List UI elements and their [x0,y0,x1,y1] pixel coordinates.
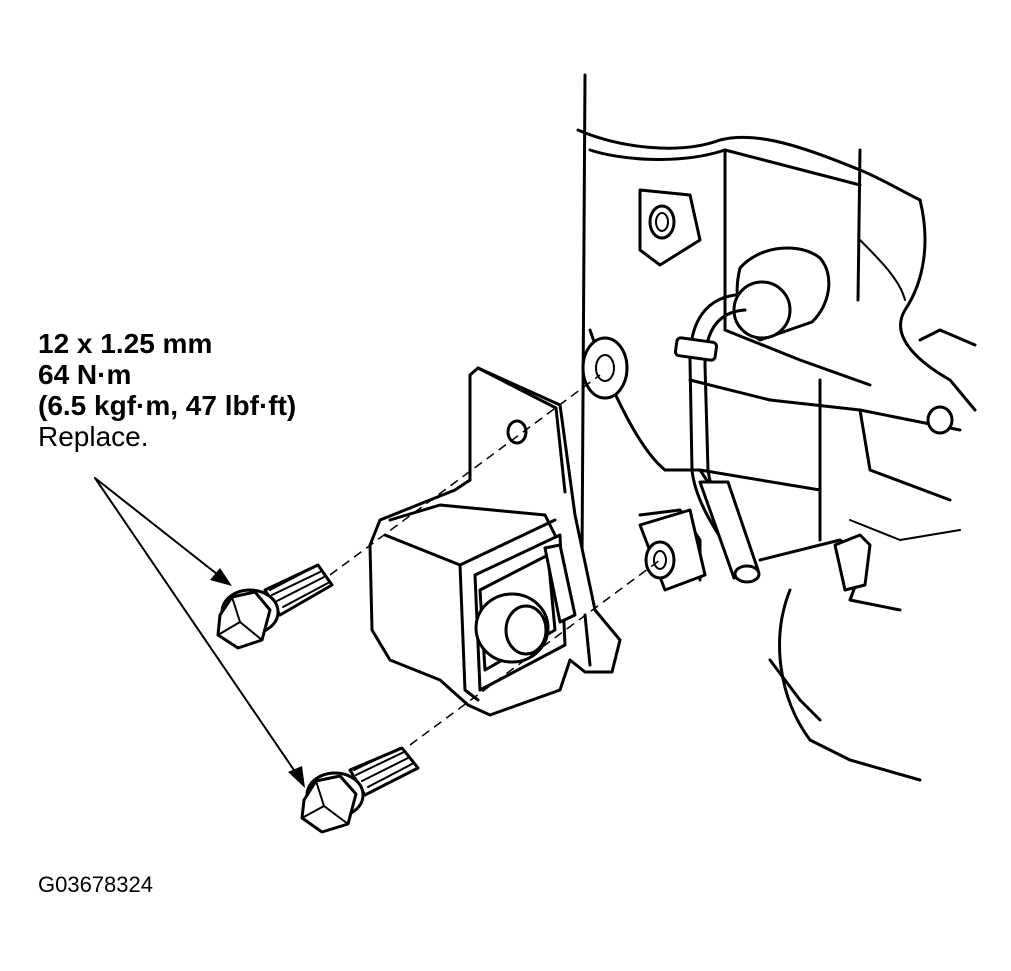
arrow-head-icon [210,568,232,586]
figure-id: G03678324 [38,872,153,897]
coolant-hose [673,293,761,584]
engine-block [576,73,977,782]
torque-alt-label: (6.5 kgf·m, 47 lbf·ft) [38,390,297,421]
upper-bolt [216,563,334,650]
lower-bolt [300,746,420,834]
torque-nm-label: 64 N·m [38,359,132,390]
arrow-head-icon [288,766,305,788]
bolt-size-label: 12 x 1.25 mm [38,328,213,359]
torque-spec-callout: 12 x 1.25 mm 64 N·m (6.5 kgf·m, 47 lbf·f… [38,328,296,452]
leader-arrows [94,477,305,788]
replace-instruction: Replace. [38,421,149,452]
alignment-lines [329,374,661,746]
